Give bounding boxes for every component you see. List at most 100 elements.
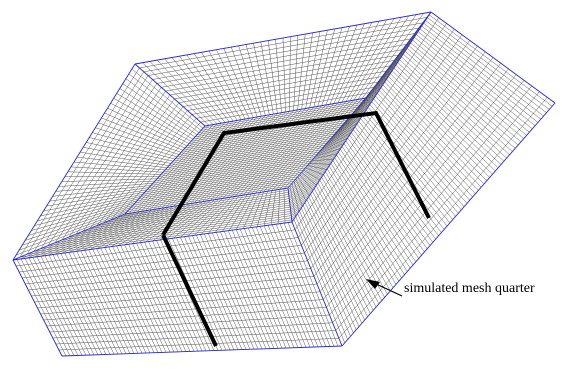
inner-floor-v — [196, 106, 359, 136]
ring-top-v — [165, 49, 403, 92]
left-face-v — [19, 237, 299, 273]
left-face-v — [31, 268, 311, 297]
inner-floor-v — [156, 151, 320, 180]
mesh-edge — [12, 259, 63, 357]
right-face-v — [329, 80, 525, 316]
left-face-v — [43, 299, 324, 321]
ring-left-v — [33, 75, 149, 252]
inner-floor-v — [130, 181, 294, 208]
ring-top-v — [174, 60, 395, 100]
inner-floor-v — [170, 136, 333, 164]
left-face-v — [34, 276, 314, 303]
left-face-v — [37, 283, 318, 309]
ring-left-v — [19, 67, 140, 258]
inner-floor-v — [198, 104, 361, 133]
inner-floor-v — [186, 118, 349, 147]
inner-floor-v — [168, 138, 331, 166]
ring-left-v — [82, 102, 180, 232]
ring-top-v — [161, 44, 407, 88]
inner-floor-v — [182, 122, 345, 151]
ring-top-v — [191, 81, 379, 115]
inner-floor-v — [160, 147, 324, 175]
inner-floor-v — [142, 167, 306, 195]
right-face-v — [326, 74, 517, 308]
left-face-v — [55, 330, 336, 345]
inner-floor-v — [146, 163, 310, 191]
left-face-v — [40, 291, 321, 315]
annotation-arrow — [366, 279, 403, 297]
ring-top-v — [148, 27, 419, 76]
right-face-v — [323, 68, 509, 300]
mesh-edge — [12, 213, 126, 261]
ring-right-v — [291, 17, 428, 221]
right-face-v — [335, 91, 540, 331]
ring-right-v — [290, 38, 411, 212]
mesh-outline — [12, 11, 556, 357]
mesh-edge — [287, 187, 293, 223]
ring-top-v — [200, 92, 371, 123]
inner-floor-v — [174, 131, 337, 160]
right-face-v — [304, 34, 463, 254]
inner-floor-v — [144, 165, 308, 193]
ring-right-v — [290, 33, 416, 214]
ring-top-v — [139, 17, 427, 69]
quarter-cut-lines — [161, 110, 431, 347]
inner-floor-v — [152, 156, 316, 184]
ring-right-v — [290, 49, 403, 208]
ring-bottom-v — [68, 204, 291, 238]
ring-bottom-v — [110, 192, 289, 221]
mesh-edge — [365, 11, 432, 99]
right-face-v — [338, 97, 548, 339]
ring-bottom-v — [103, 194, 289, 223]
mesh-grid — [12, 11, 556, 357]
inner-floor-v — [132, 178, 296, 206]
mesh-edge — [12, 221, 293, 261]
ring-top-v — [183, 70, 387, 107]
ring-left-v — [68, 94, 171, 238]
ring-right-v — [289, 54, 399, 206]
right-face-v — [294, 17, 440, 230]
ring-bottom-v — [47, 211, 291, 246]
ring-left-v — [61, 90, 166, 241]
inner-floor-v — [158, 149, 322, 177]
inner-floor-v — [162, 145, 326, 173]
inner-floor-v — [138, 172, 302, 199]
ring-bottom-v — [19, 219, 292, 258]
inner-floor-v — [126, 185, 290, 213]
inner-floor-v — [148, 160, 312, 188]
ring-left-v — [26, 71, 145, 255]
ring-left-v — [54, 87, 162, 243]
left-face-v — [28, 260, 308, 291]
inner-floor-v — [150, 158, 314, 186]
left-face-v — [22, 245, 302, 279]
left-face-v — [49, 314, 330, 333]
ring-bottom-v — [54, 209, 291, 244]
right-face-v — [332, 85, 532, 323]
mesh-edge — [124, 125, 206, 215]
ring-bottom-v — [61, 206, 291, 241]
inner-floor-v — [178, 127, 341, 155]
ring-bottom-v — [117, 189, 289, 218]
inner-floor-v — [134, 176, 298, 204]
mesh-edge — [134, 11, 432, 65]
ring-bottom-v — [89, 198, 290, 229]
cut-line-left — [161, 110, 431, 237]
inner-floor-v — [172, 133, 335, 162]
mesh-edge — [12, 63, 136, 261]
ring-top-v — [187, 76, 383, 111]
ring-bottom-v — [75, 202, 290, 235]
ring-top-v — [152, 33, 415, 80]
mesh-edge — [61, 345, 343, 357]
right-face-v — [301, 28, 455, 246]
mesh-edge — [291, 221, 343, 347]
ring-left-v — [47, 83, 158, 246]
inner-floor-v — [176, 129, 339, 158]
mesh-edge — [341, 102, 556, 347]
left-face-v — [52, 322, 333, 339]
ring-left-v — [89, 106, 184, 229]
left-face-v — [16, 229, 296, 267]
mesh-edge — [287, 97, 367, 189]
inner-floor-v — [166, 140, 329, 169]
right-face-v — [310, 45, 478, 269]
